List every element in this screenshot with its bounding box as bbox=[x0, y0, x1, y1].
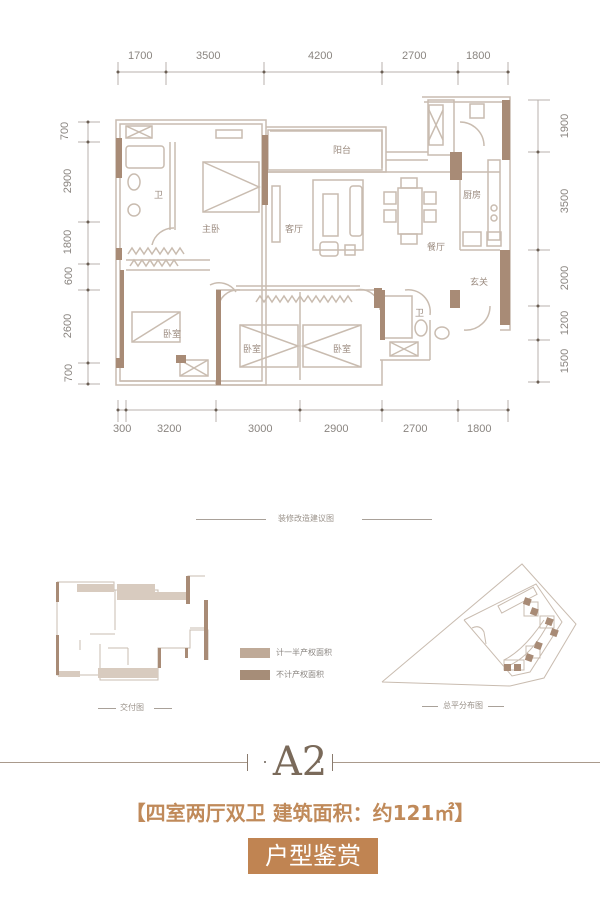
dim-left-5: 2600 bbox=[62, 313, 75, 339]
legend: 计一半产权面积 不计产权面积 bbox=[238, 640, 378, 690]
room-label-bedroom-2: 卧室 bbox=[243, 345, 262, 355]
dim-left-3: 1800 bbox=[62, 229, 75, 255]
dim-left-2: 2900 bbox=[62, 168, 75, 194]
divider-dot-left bbox=[264, 761, 266, 763]
dim-top-4: 2700 bbox=[402, 50, 427, 62]
room-label-entrance: 玄关 bbox=[470, 278, 489, 288]
dim-right-2: 3500 bbox=[559, 188, 572, 214]
divider-tick-right bbox=[332, 754, 333, 771]
dim-bottom-2: 3200 bbox=[157, 423, 182, 435]
room-label-bath-2: 卫 bbox=[415, 309, 425, 319]
dim-top-5: 1800 bbox=[466, 50, 491, 62]
divider-dot-right bbox=[318, 761, 320, 763]
floor-plan-appreciation-badge: 户型鉴赏 bbox=[248, 838, 378, 874]
plan-caption-line-right bbox=[362, 519, 432, 520]
title-divider bbox=[0, 754, 600, 782]
unit-description: 【四室两厅双卫 建筑面积：约121㎡】 bbox=[125, 801, 475, 825]
room-label-living-room: 客厅 bbox=[285, 225, 304, 235]
dim-right-4: 1200 bbox=[559, 310, 572, 336]
delivery-caption-line-left bbox=[98, 708, 116, 709]
room-label-kitchen: 厨房 bbox=[463, 191, 482, 201]
site-plan: 总平分布图 bbox=[380, 550, 590, 720]
unit-code: A2 bbox=[272, 739, 328, 785]
legend-swatch-half-area bbox=[240, 648, 270, 658]
dim-right-3: 2000 bbox=[559, 265, 572, 291]
legend-label-no-area: 不计产权面积 bbox=[276, 670, 324, 679]
delivery-plan-drawing bbox=[56, 575, 209, 681]
divider-tick-left bbox=[247, 754, 248, 771]
dim-right-1: 1900 bbox=[559, 113, 572, 139]
dim-top-2: 3500 bbox=[196, 50, 221, 62]
dim-top-1: 1700 bbox=[128, 50, 153, 62]
room-label-dining-room: 餐厅 bbox=[427, 243, 446, 253]
room-label-bedroom-3: 卧室 bbox=[333, 345, 352, 355]
floor-plan: 1700 3500 4200 2700 1800 300 3200 3000 2… bbox=[59, 50, 572, 523]
dim-left-6: 700 bbox=[63, 363, 76, 383]
dim-bottom-5: 2700 bbox=[403, 423, 428, 435]
floor-plan-drawing bbox=[78, 62, 550, 422]
dim-left-1: 700 bbox=[59, 121, 72, 141]
divider-line-right bbox=[333, 762, 600, 763]
site-caption-line-right bbox=[488, 706, 504, 707]
dim-right-5: 1500 bbox=[559, 348, 572, 374]
room-label-master-bedroom: 主卧 bbox=[202, 225, 221, 235]
dim-top-3: 4200 bbox=[308, 50, 333, 62]
legend-swatch-no-area bbox=[240, 670, 270, 680]
dim-bottom-4: 2900 bbox=[324, 423, 349, 435]
delivery-caption-line-right bbox=[154, 708, 172, 709]
site-plan-caption: 总平分布图 bbox=[443, 701, 483, 710]
legend-label-half-area: 计一半产权面积 bbox=[276, 648, 332, 657]
delivery-plan-caption: 交付图 bbox=[120, 703, 144, 712]
divider-line-left bbox=[0, 762, 247, 763]
dim-bottom-6: 1800 bbox=[467, 423, 492, 435]
room-label-bath-1: 卫 bbox=[154, 191, 164, 201]
plan-caption: 装修改造建议图 bbox=[278, 514, 334, 523]
room-label-bedroom-1: 卧室 bbox=[163, 330, 182, 340]
plan-caption-line-left bbox=[196, 519, 266, 520]
dim-bottom-3: 3000 bbox=[248, 423, 273, 435]
site-caption-line-left bbox=[422, 706, 438, 707]
site-plan-drawing bbox=[381, 563, 577, 687]
dim-bottom-1: 300 bbox=[113, 423, 132, 435]
dim-left-4: 600 bbox=[63, 266, 76, 286]
delivery-plan: 交付图 bbox=[40, 570, 240, 720]
room-label-balcony: 阳台 bbox=[333, 146, 352, 156]
